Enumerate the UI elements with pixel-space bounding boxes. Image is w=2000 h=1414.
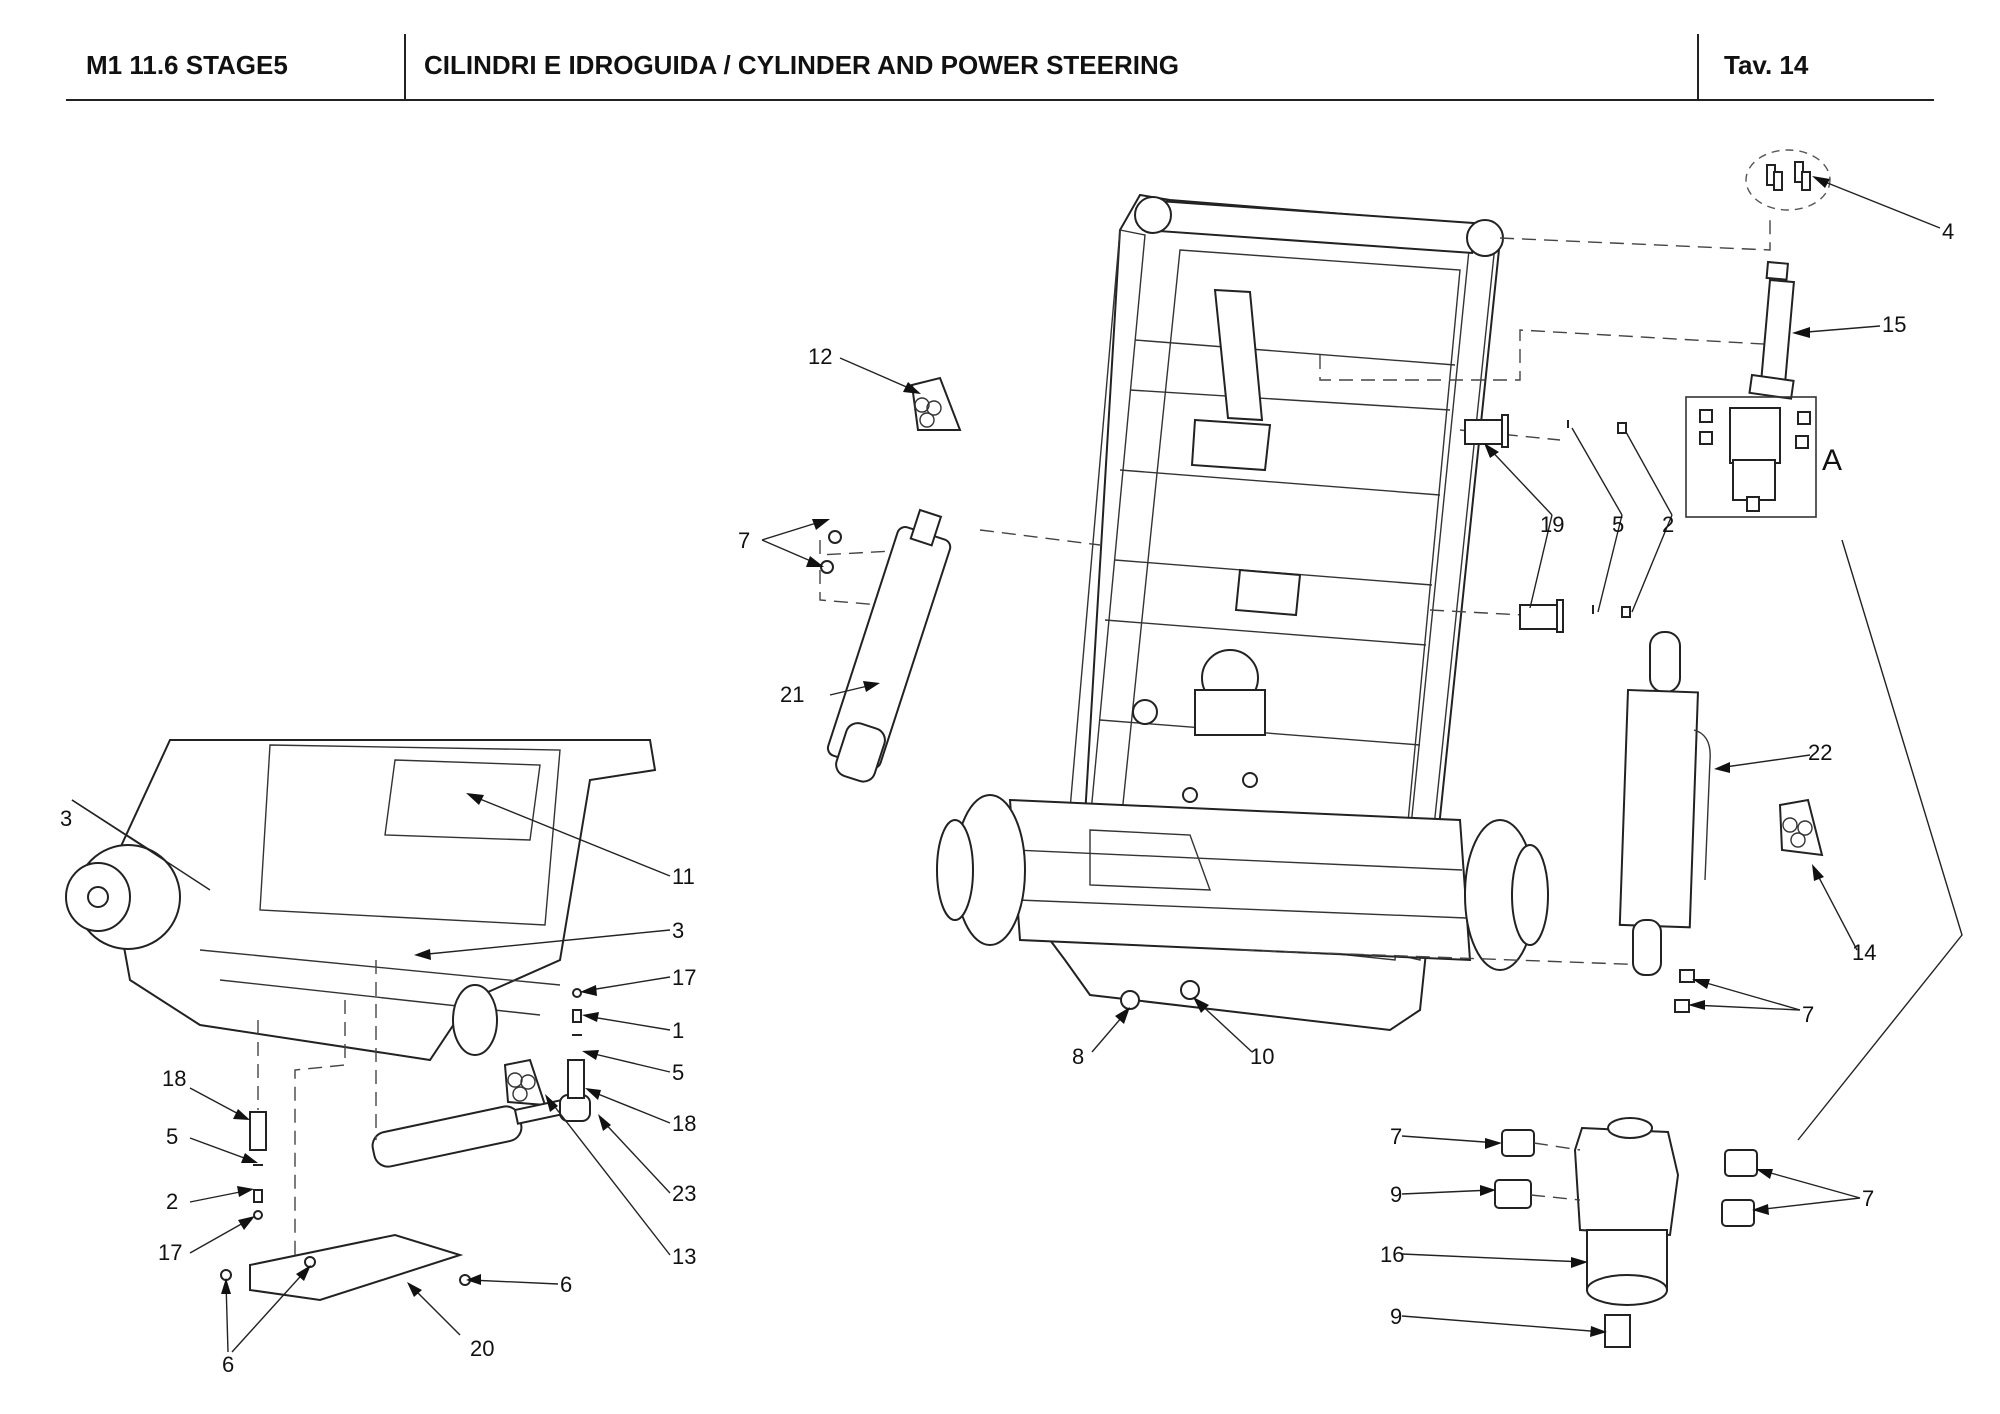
callout-23: 23 [672, 1181, 696, 1206]
callout-8: 8 [1072, 1044, 1084, 1069]
assembly-line [1319, 329, 1781, 381]
part-10-plug [1180, 980, 1200, 1000]
lower-left-frame-view [65, 739, 657, 1302]
part-13-seal-kit [503, 1058, 547, 1107]
leader-lines [71, 176, 1941, 1353]
callout-6-bottom: 6 [222, 1352, 234, 1377]
detail-a-reference-line [1797, 539, 1963, 1141]
part-8-plug [1120, 990, 1140, 1010]
callout-9-lower: 9 [1390, 1304, 1402, 1329]
part-21-lift-cylinder [820, 508, 952, 783]
callout-5-left: 5 [166, 1124, 178, 1149]
callout-21: 21 [780, 682, 804, 707]
header-bottom-rule [66, 99, 1934, 101]
callout-14: 14 [1852, 940, 1876, 965]
assembly-line [1499, 220, 1771, 251]
callout-11: 11 [672, 864, 695, 889]
part-12-seal-kit [910, 376, 962, 431]
part-16-steering-unit [1573, 1117, 1680, 1348]
part-15-steering-column [1748, 260, 1795, 400]
callout-17-right: 17 [672, 965, 696, 990]
callout-5-right: 5 [672, 1060, 684, 1085]
callout-3-right: 3 [672, 918, 684, 943]
model-name: M1 11.6 STAGE5 [86, 50, 288, 80]
page-title: CILINDRI E IDROGUIDA / CYLINDER AND POWE… [424, 50, 1179, 80]
table-number: Tav. 14 [1724, 50, 1809, 80]
callout-13: 13 [672, 1244, 696, 1269]
callout-18-left: 18 [162, 1066, 186, 1091]
header-top-divider-right [1697, 34, 1699, 100]
callout-22: 22 [1808, 740, 1832, 765]
callout-15: 15 [1882, 312, 1906, 337]
callout-7-right-cylinder: 7 [1802, 1002, 1814, 1027]
callout-7-steering-right: 7 [1862, 1186, 1874, 1211]
callout-7-steering-left: 7 [1390, 1124, 1402, 1149]
part-22-lift-cylinder [1618, 631, 1711, 1013]
detail-label-a: A [1822, 444, 1842, 477]
callout-2-left: 2 [166, 1189, 178, 1214]
header-top-divider-left [404, 34, 406, 100]
callout-3-left: 3 [60, 806, 72, 831]
lower-right-fittings [1494, 1129, 1758, 1227]
callout-7-left: 7 [738, 528, 750, 553]
callout-5-center: 5 [1612, 512, 1624, 537]
callout-1: 1 [672, 1018, 684, 1043]
callout-17-left: 17 [158, 1240, 182, 1265]
callout-2-center: 2 [1662, 512, 1674, 537]
callout-19: 19 [1540, 512, 1564, 537]
part-4-screws [1745, 149, 1831, 211]
callout-18-right: 18 [672, 1111, 696, 1136]
main-frame [936, 193, 1549, 1032]
callout-9-upper: 9 [1390, 1182, 1402, 1207]
parts-19-5-2-pins [1464, 414, 1631, 633]
callout-4: 4 [1942, 219, 1954, 244]
detail-a-steering-unit [1685, 396, 1817, 518]
part-14-seal-kit [1778, 798, 1824, 857]
callout-12: 12 [808, 344, 832, 369]
callout-6-right: 6 [560, 1272, 572, 1297]
callout-10: 10 [1250, 1044, 1274, 1069]
callout-20: 20 [470, 1336, 494, 1361]
callout-16: 16 [1380, 1242, 1404, 1267]
